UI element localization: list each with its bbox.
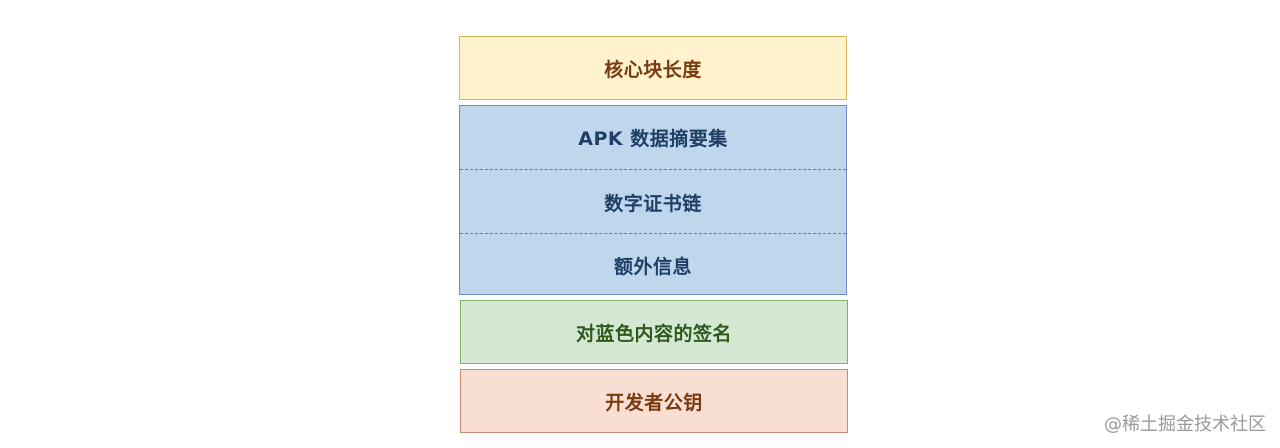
- public-key-label: 开发者公钥: [605, 391, 703, 414]
- signature-label: 对蓝色内容的签名: [575, 322, 732, 345]
- watermark: @稀土掘金技术社区: [1104, 414, 1266, 435]
- certificate-chain-label: 数字证书链: [604, 192, 702, 215]
- extra-info-label: 额外信息: [613, 255, 692, 278]
- extra-info-row: 额外信息: [460, 233, 846, 296]
- core-block-length-label: 核心块长度: [604, 58, 702, 81]
- public-key-block: 开发者公钥: [460, 369, 848, 433]
- apk-digests-row: APK 数据摘要集: [460, 106, 846, 169]
- core-block-length: 核心块长度: [459, 36, 847, 100]
- signed-data-block: APK 数据摘要集 数字证书链 额外信息: [459, 105, 847, 295]
- apk-digests-label: APK 数据摘要集: [578, 128, 728, 150]
- certificate-chain-row: 数字证书链: [460, 169, 846, 234]
- signature-block: 对蓝色内容的签名: [460, 300, 848, 364]
